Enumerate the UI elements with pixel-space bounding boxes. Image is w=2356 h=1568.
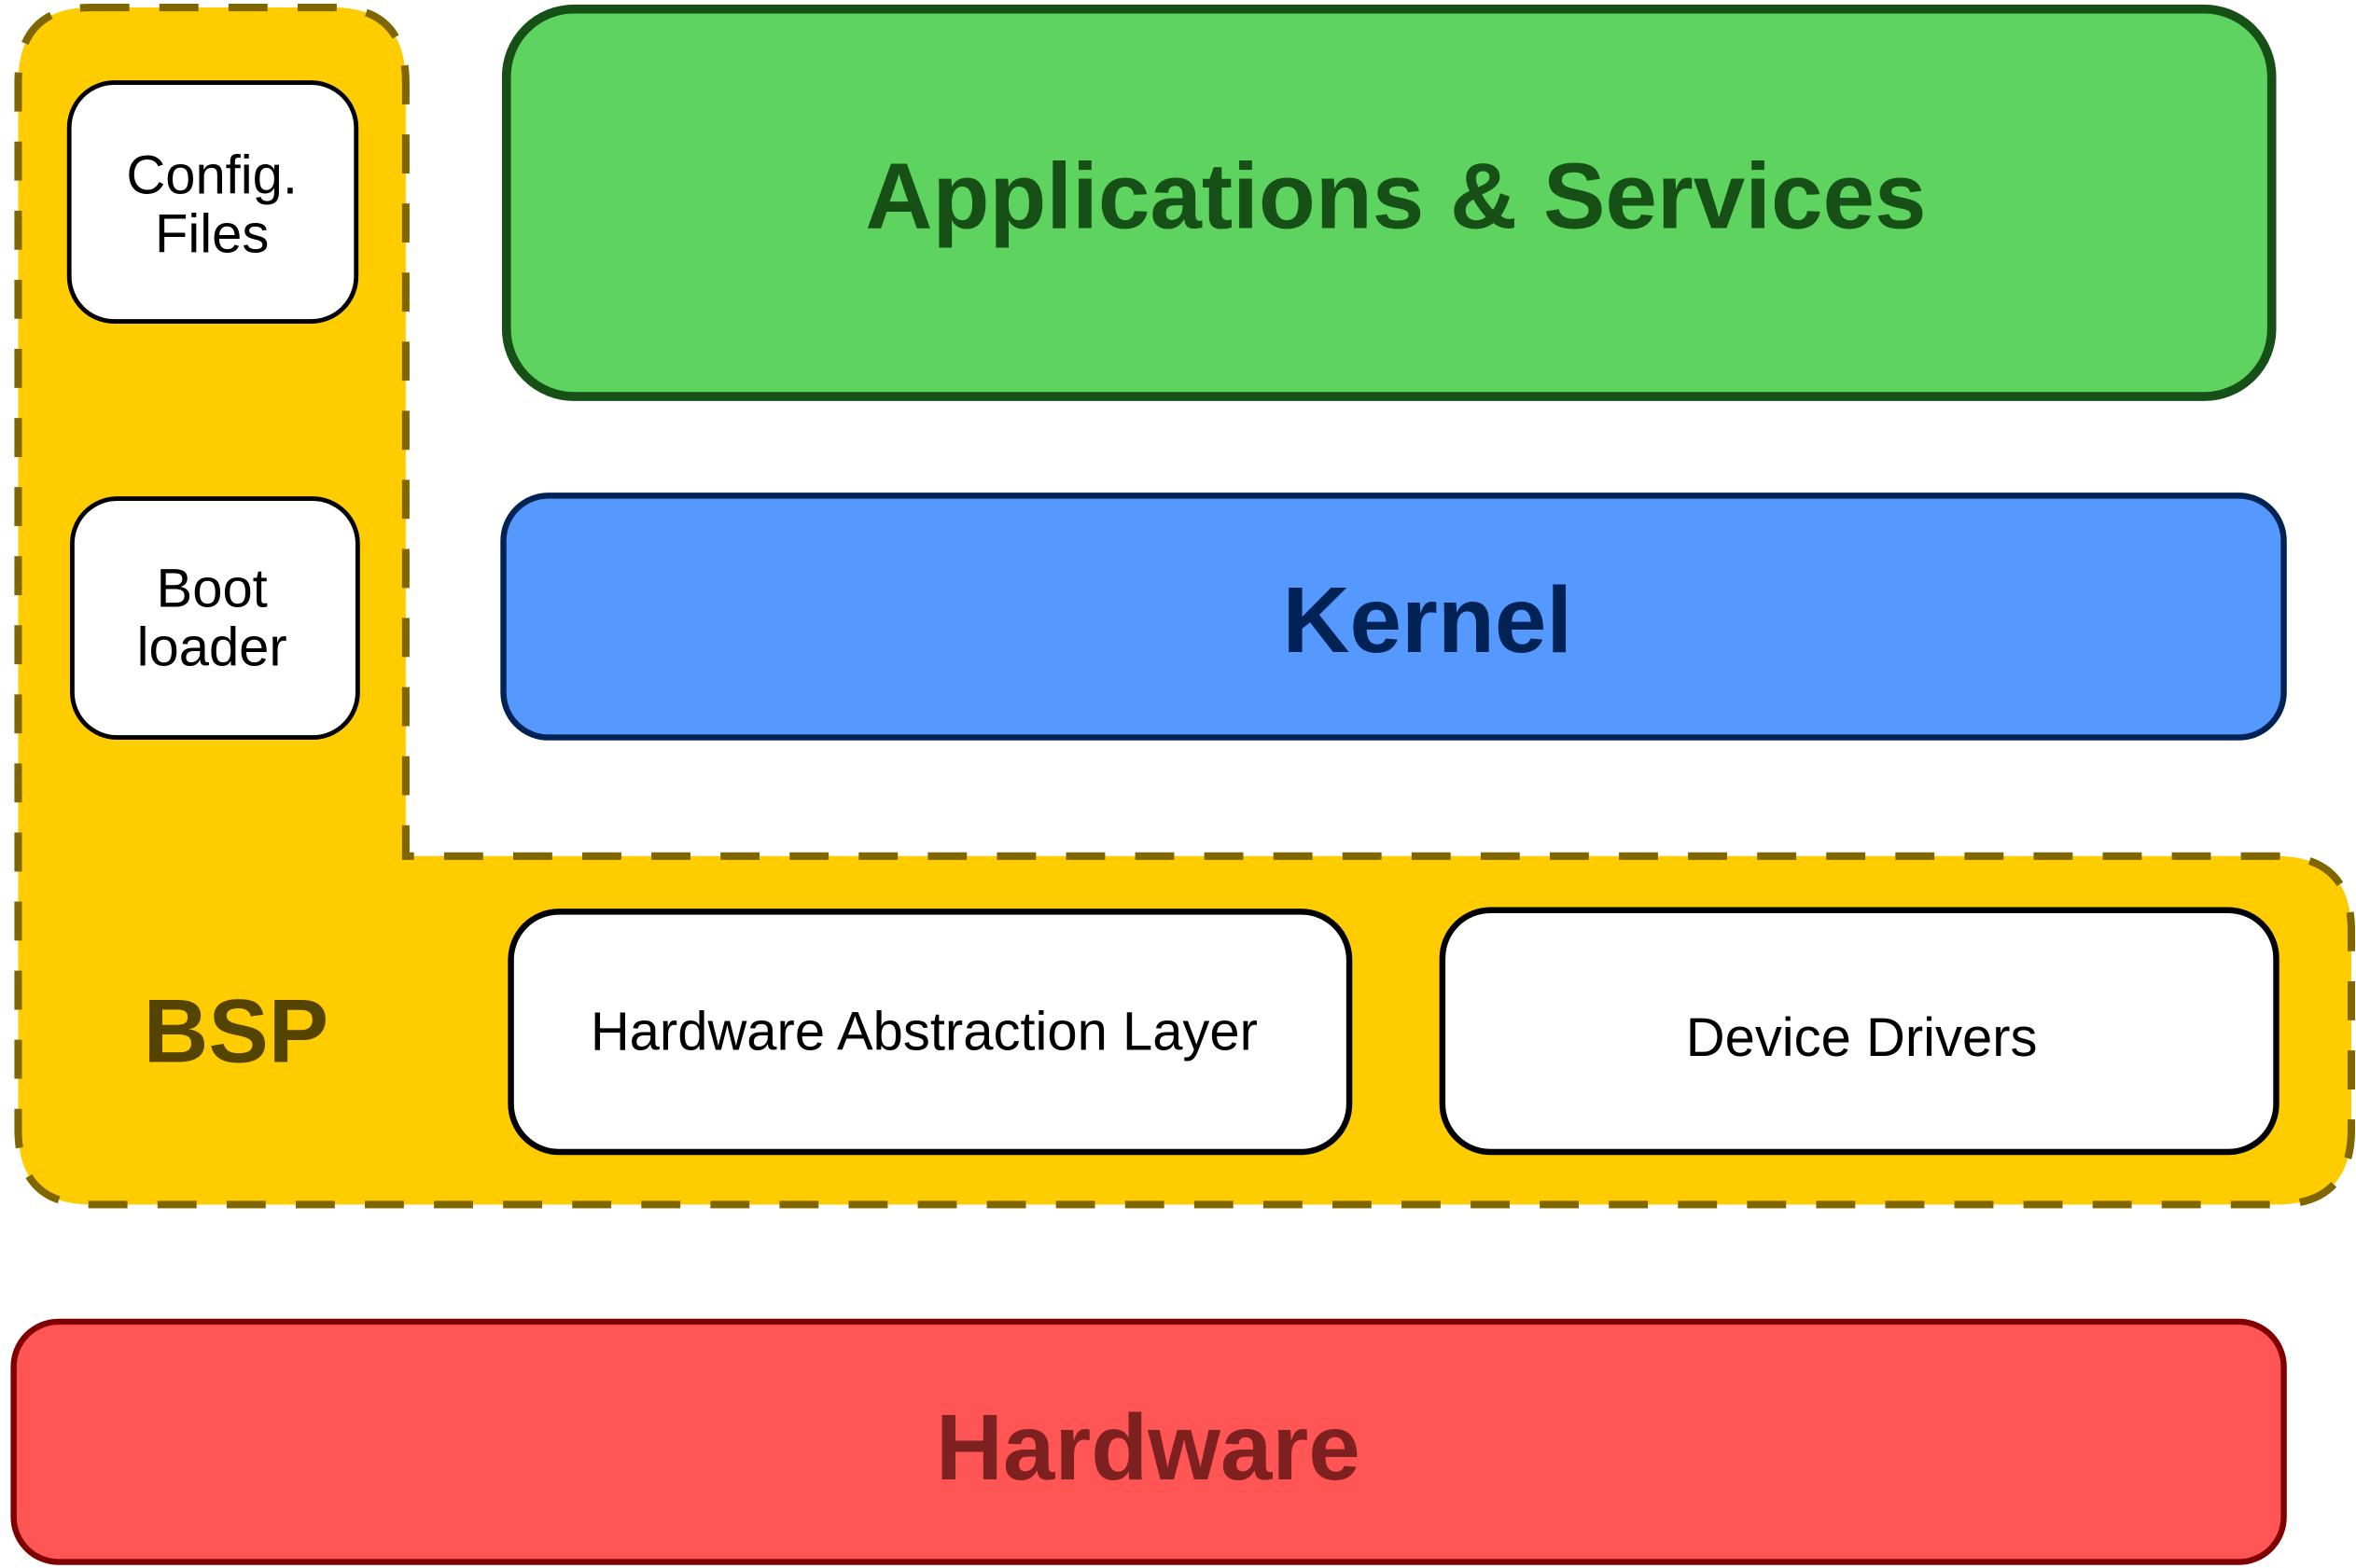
hal-box: Hardware Abstraction Layer xyxy=(508,909,1353,1156)
boot-loader-box: Boot loader xyxy=(70,496,360,741)
applications-label: Applications & Services xyxy=(865,146,1926,249)
device-drivers-box: Device Drivers xyxy=(1439,907,2279,1156)
applications-layer: Applications & Services xyxy=(501,4,2277,401)
config-files-box: Config. Files xyxy=(66,80,359,324)
bsp-label: BSP xyxy=(144,981,329,1081)
config-files-label-2: Files xyxy=(155,205,269,265)
hal-label: Hardware Abstraction Layer xyxy=(591,1002,1258,1062)
boot-loader-label-1: Boot xyxy=(157,560,268,619)
hardware-label: Hardware xyxy=(936,1396,1360,1500)
device-drivers-label: Device Drivers xyxy=(1686,1008,2038,1068)
config-files-label-1: Config. xyxy=(126,146,298,206)
bsp-region xyxy=(14,4,2356,1209)
hardware-layer: Hardware xyxy=(10,1318,2287,1565)
boot-loader-label-2: loader xyxy=(137,617,287,677)
kernel-label: Kernel xyxy=(1282,569,1572,673)
kernel-layer: Kernel xyxy=(500,493,2287,741)
